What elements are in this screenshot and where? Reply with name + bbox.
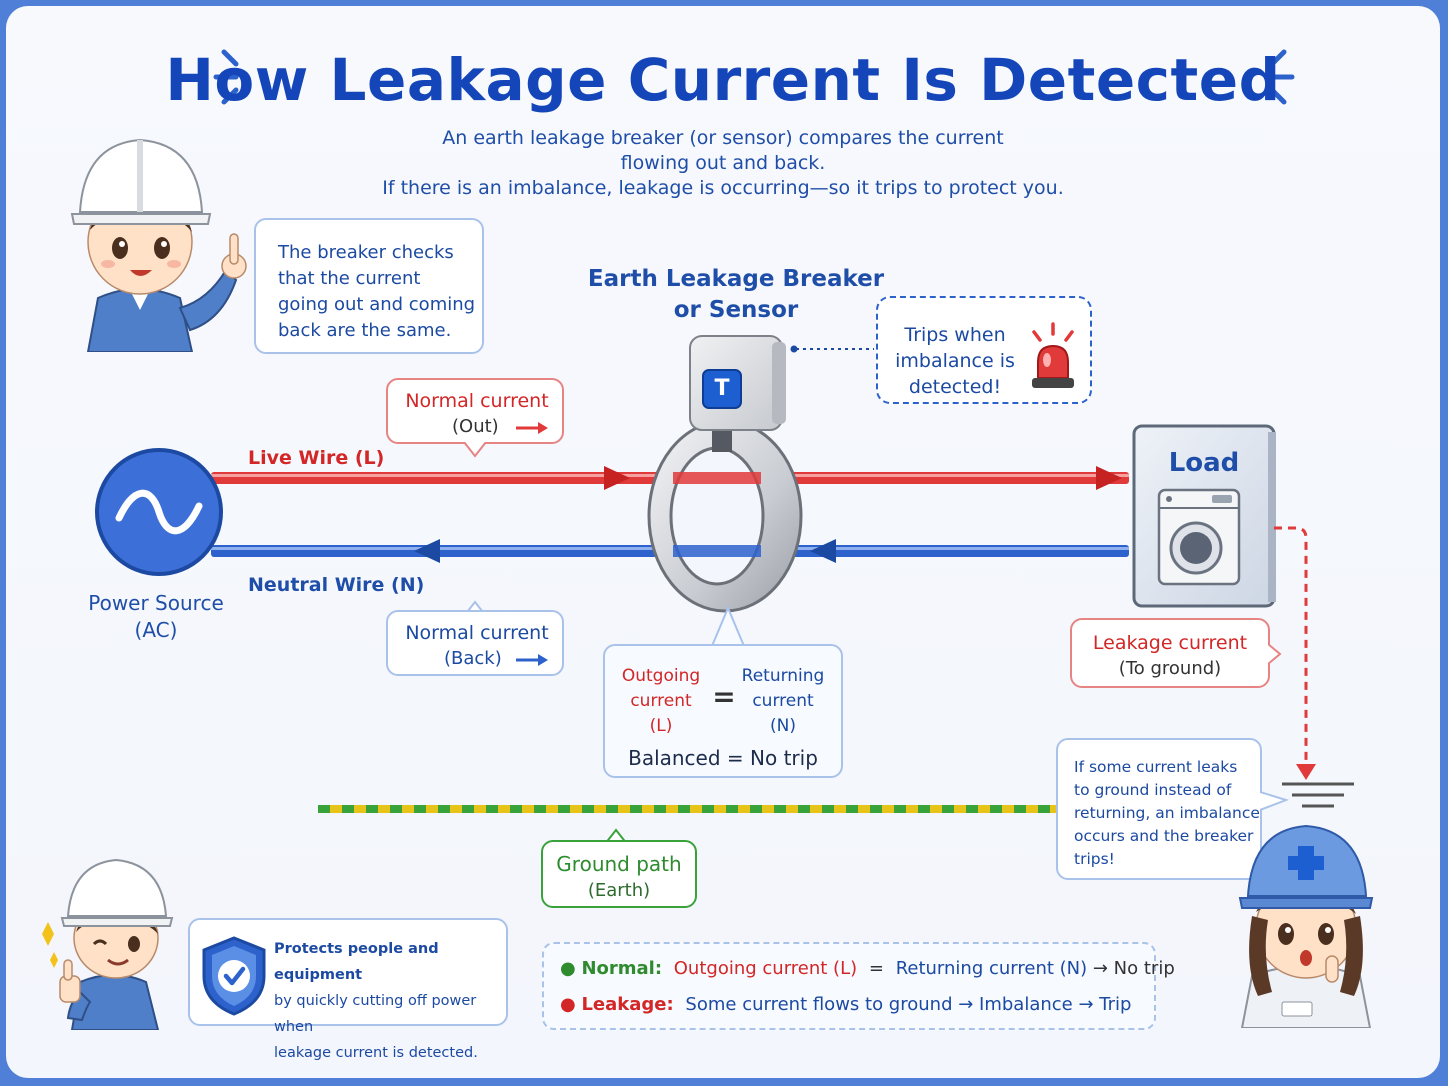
leak-explain-line-1: If some current leaks [1074, 758, 1238, 776]
subtitle-line-3: If there is an imbalance, leakage is occ… [382, 177, 1064, 199]
summary-normal-out: Outgoing current (L) [673, 958, 858, 979]
subtitle-line-2: flowing out and back. [620, 152, 826, 174]
page-title: How Leakage Current Is Detected [165, 46, 1281, 114]
balance-returning: Returning current (N) [733, 664, 833, 739]
protect-line-1: Protects people and equipment [274, 941, 439, 983]
ground-path-callout: Ground path (Earth) [541, 840, 697, 908]
balance-outgoing-line-3: (L) [649, 716, 673, 736]
summary-leak-row: ● Leakage: Some current flows to ground … [560, 994, 1132, 1015]
balance-returning-line-2: current [752, 691, 814, 711]
leak-explain-line-2: to ground instead of [1074, 781, 1232, 799]
balance-pointer [711, 606, 745, 646]
breaker-check-line-1: The breaker checks [278, 242, 454, 263]
trip-callout-line-2: imbalance is [895, 350, 1015, 372]
balance-outgoing-line-1: Outgoing [621, 666, 701, 686]
leak-explain-pointer [1260, 791, 1290, 811]
subtitle-line-1: An earth leakage breaker (or sensor) com… [442, 127, 1004, 149]
balance-outgoing: Outgoing current (L) [611, 664, 711, 739]
sensor-badge: T [714, 376, 730, 401]
normal-back-title: Normal current [405, 622, 549, 644]
title-spark-left-icon [213, 49, 239, 105]
trip-leader-dot [790, 345, 798, 353]
balance-outgoing-line-2: current [630, 691, 692, 711]
trip-callout-line-3: detected! [908, 376, 1002, 398]
subtitle: An earth leakage breaker (or sensor) com… [306, 126, 1140, 201]
leak-explain-line-5: trips! [1074, 850, 1115, 868]
worker-thumbs-up-icon [42, 858, 174, 1030]
summary-normal-row: ● Normal: Outgoing current (L) = Returni… [560, 958, 1175, 979]
neutral-wire-label: Neutral Wire (N) [248, 574, 425, 596]
balance-equals: = [712, 680, 736, 713]
circuit-diagram [95, 335, 1354, 813]
breaker-check-callout: The breaker checks that the current goin… [254, 218, 484, 354]
summary-leak-text: Some current flows to ground → Imbalance… [685, 994, 1132, 1015]
summary-normal-eq: = [868, 958, 884, 979]
summary-normal-ret: Returning current (N) [895, 958, 1088, 979]
balance-returning-line-3: (N) [770, 716, 796, 736]
normal-out-pointer [463, 442, 487, 458]
washing-machine-icon [1157, 488, 1241, 586]
normal-out-sub: (Out) [452, 416, 499, 437]
leak-explain-line-4: occurs and the breaker [1074, 827, 1254, 845]
sensor-label: Earth Leakage Breaker or Sensor [586, 264, 886, 326]
breaker-check-line-3: going out and coming [278, 294, 476, 315]
leak-explain-line-3: returning, an imbalance [1074, 804, 1260, 822]
power-source-icon [95, 448, 223, 576]
protect-line-2: by quickly cutting off power when [274, 993, 477, 1035]
leakage-current-title: Leakage current [1092, 632, 1248, 654]
ground-path-title: Ground path [556, 852, 682, 876]
worker-thinking-icon [1238, 824, 1374, 1028]
summary-normal-result: → No trip [1092, 958, 1175, 979]
summary-box: ● Normal: Outgoing current (L) = Returni… [542, 942, 1175, 1030]
protect-box: Protects people and equipment by quickly… [188, 918, 508, 1061]
normal-back-sub: (Back) [444, 648, 502, 669]
summary-normal-label: Normal: [581, 958, 663, 979]
title-spark-right-icon [1269, 49, 1295, 105]
power-source-line-1: Power Source [88, 591, 224, 615]
breaker-check-line-4: back are the same. [278, 320, 452, 341]
arrow-right-red-icon [516, 422, 548, 434]
balance-box: Outgoing current (L) = Returning current… [603, 644, 843, 778]
leakage-current-pointer [1268, 643, 1282, 665]
alarm-light-icon [1032, 322, 1074, 388]
arrow-right-blue-icon [516, 654, 548, 666]
ground-wire [318, 805, 1058, 813]
ground-path-sub: (Earth) [587, 880, 651, 901]
normal-out-callout: Normal current (Out) [386, 378, 564, 444]
balance-result: Balanced = No trip [628, 746, 818, 770]
worker-pointing-icon [70, 138, 247, 352]
sensor-label-line-1: Earth Leakage Breaker [587, 266, 885, 292]
leakage-path [1274, 526, 1308, 766]
trip-callout-line-1: Trips when [904, 324, 1006, 346]
shield-check-icon [202, 936, 266, 1016]
power-source-label: Power Source (AC) [76, 590, 236, 644]
leakage-current-sub: (To ground) [1118, 658, 1222, 679]
breaker-check-line-2: that the current [278, 268, 421, 289]
summary-leak-label: Leakage: [581, 994, 674, 1015]
trip-callout: Trips when imbalance is detected! [876, 296, 1092, 404]
sensor-label-line-2: or Sensor [673, 297, 799, 323]
leakage-current-callout: Leakage current (To ground) [1070, 618, 1270, 688]
protect-line-3: leakage current is detected. [274, 1045, 478, 1061]
normal-back-callout: Normal current (Back) [386, 610, 564, 676]
leakage-arrow-icon [1296, 764, 1316, 780]
sensor-box [689, 335, 786, 452]
diagram-frame: How Leakage Current Is Detected An earth… [6, 6, 1440, 1078]
normal-out-title: Normal current [405, 390, 549, 412]
load-label: Load [1168, 448, 1240, 478]
balance-returning-line-1: Returning [741, 666, 825, 686]
ground-symbol-icon [1282, 782, 1354, 808]
live-wire-label: Live Wire (L) [248, 447, 385, 469]
leak-explain-callout: If some current leaks to ground instead … [1056, 738, 1262, 880]
power-source-line-2: (AC) [134, 618, 178, 642]
